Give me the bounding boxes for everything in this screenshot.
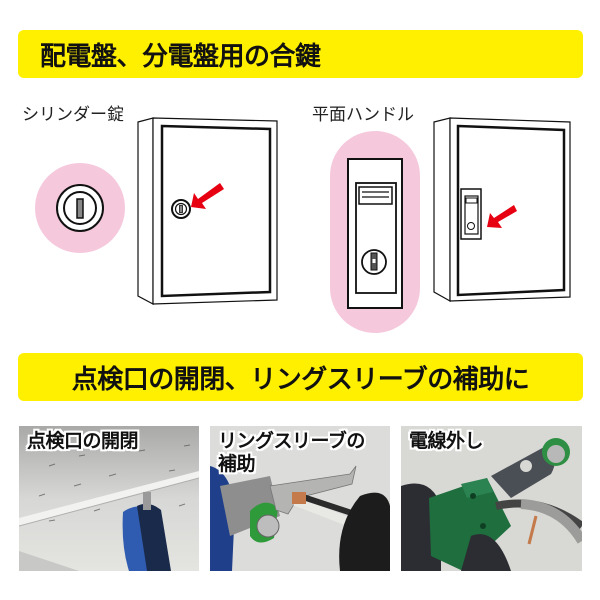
red-arrow-icon	[487, 205, 517, 228]
section-title: 配電盤、分電盤用の合鍵	[40, 41, 321, 72]
distribution-cabinet-handle-illustration	[433, 117, 571, 303]
flat-handle-closeup-icon	[330, 131, 420, 333]
flat-handle-label: 平面ハンドル	[312, 105, 414, 125]
photo-caption: リングスリーブの 補助	[218, 430, 365, 475]
section-title-banner-master-key: 配電盤、分電盤用の合鍵	[18, 30, 583, 78]
cylinder-lock-closeup-icon	[35, 163, 125, 253]
photo-ring-sleeve-assist: リングスリーブの 補助	[210, 426, 390, 571]
photo-ceiling-access-panel: 点検口の開閉	[19, 426, 199, 571]
photo-caption: 点検口の開閉	[27, 430, 139, 452]
red-arrow-icon	[191, 183, 224, 209]
photo-caption: 電線外し	[409, 430, 484, 452]
distribution-cabinet-cylinder-illustration	[137, 117, 278, 305]
photo-wire-removal: 電線外し	[401, 426, 582, 571]
cylinder-lock-label: シリンダー錠	[22, 105, 124, 125]
section-title: 点検口の開閉、リングスリーブの補助に	[71, 364, 530, 395]
section-title-banner-uses: 点検口の開閉、リングスリーブの補助に	[18, 353, 583, 401]
